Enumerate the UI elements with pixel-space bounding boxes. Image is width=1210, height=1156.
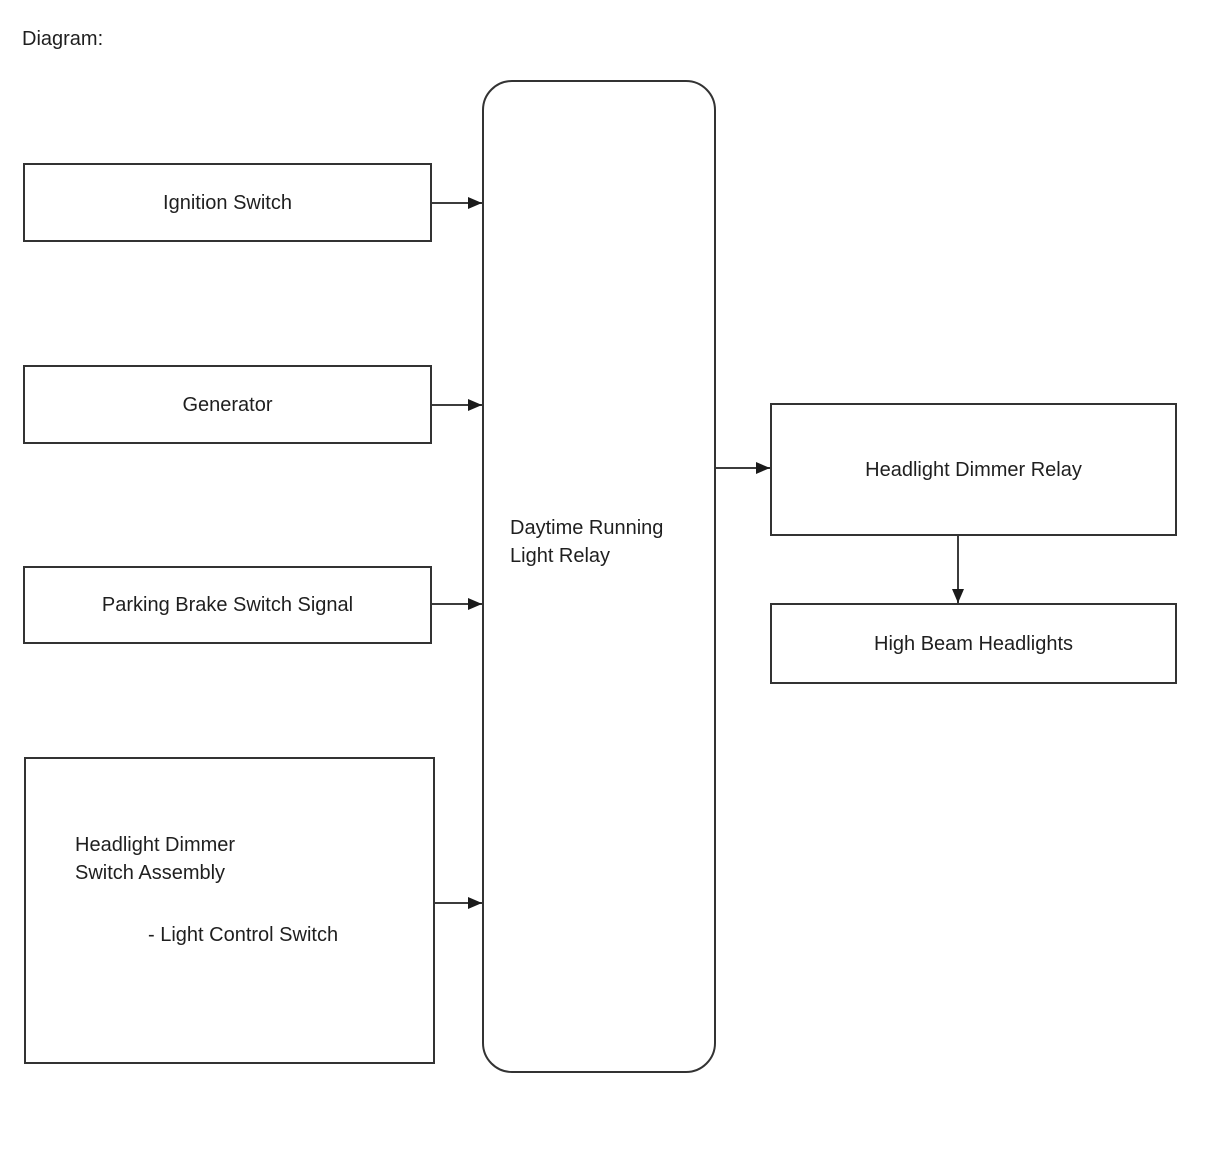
arrow-parking-brake-to-relay <box>432 598 482 610</box>
node-high-beam-headlights: High Beam Headlights <box>770 603 1177 684</box>
assembly-label-line1: Headlight Dimmer <box>75 834 236 856</box>
node-daytime-running-light-relay-label: Daytime Running Light Relay <box>510 514 663 570</box>
assembly-sub-label-light-control-switch: - Light Control Switch <box>148 924 339 946</box>
node-high-beam-headlights-label: High Beam Headlights <box>874 632 1073 655</box>
node-headlight-dimmer-relay-label: Headlight Dimmer Relay <box>865 458 1082 481</box>
node-parking-brake-switch-signal: Parking Brake Switch Signal <box>23 566 432 644</box>
node-generator: Generator <box>23 365 432 444</box>
arrow-ignition-to-relay <box>432 197 482 209</box>
node-parking-brake-switch-signal-label: Parking Brake Switch Signal <box>101 594 354 616</box>
node-ignition-switch-label: Ignition Switch <box>163 191 292 214</box>
node-daytime-running-light-relay <box>482 80 716 1073</box>
arrow-relay-to-headlight-dimmer-relay <box>716 462 770 474</box>
diagram-title: Diagram: <box>22 28 104 50</box>
center-label-line2: Light Relay <box>510 545 611 567</box>
assembly-label-line2: Switch Assembly <box>75 862 226 884</box>
node-headlight-dimmer-switch-assembly-label: Headlight Dimmer Switch Assembly <box>75 831 235 887</box>
node-headlight-dimmer-relay: Headlight Dimmer Relay <box>770 403 1177 536</box>
arrow-dimmer-switch-assembly-to-relay <box>435 897 482 909</box>
arrow-generator-to-relay <box>432 399 482 411</box>
arrow-dimmer-relay-to-high-beam-headlights <box>952 536 964 603</box>
center-label-line1: Daytime Running <box>510 517 664 539</box>
node-generator-label: Generator <box>182 393 273 416</box>
node-ignition-switch: Ignition Switch <box>23 163 432 242</box>
node-headlight-dimmer-switch-assembly <box>24 757 435 1064</box>
